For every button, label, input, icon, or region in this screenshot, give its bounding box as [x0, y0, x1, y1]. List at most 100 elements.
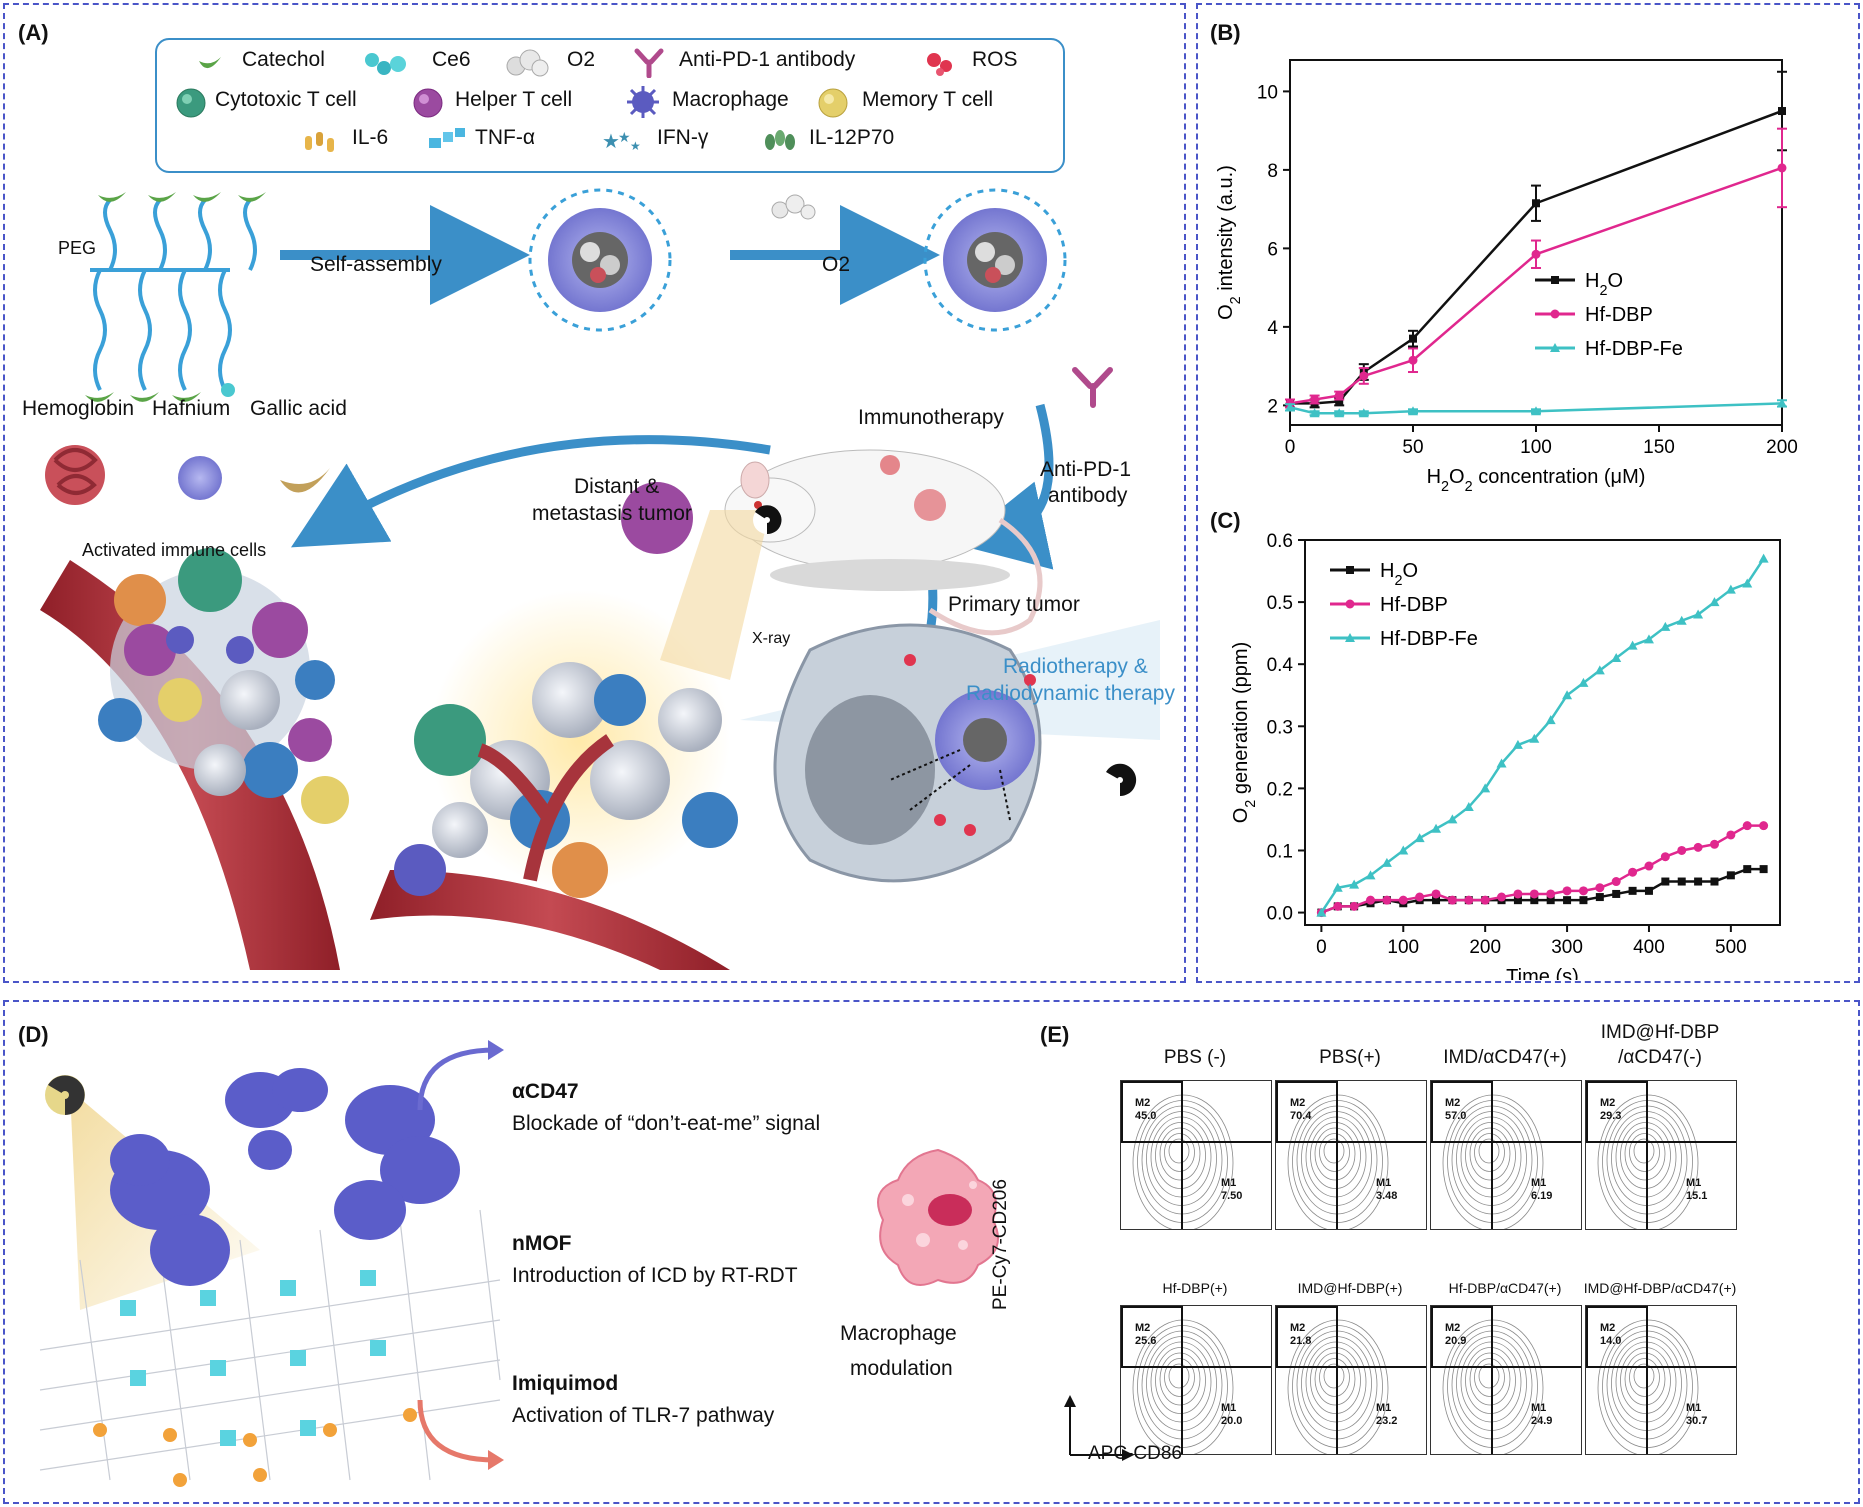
xray-label: X-ray	[752, 630, 791, 647]
peg-polymer	[90, 198, 257, 391]
marker-triangle	[1594, 665, 1605, 675]
facs-title: PBS (-)	[1163, 1047, 1227, 1068]
y-tick-label: 8	[1267, 161, 1278, 182]
marker-triangle	[1709, 597, 1720, 607]
nanoparticle-2	[923, 188, 1067, 332]
hemoglobin-icon	[45, 445, 105, 505]
marker-triangle	[1512, 739, 1523, 749]
marker-triangle	[1334, 408, 1345, 418]
ros-icon	[927, 53, 952, 76]
gate-m2	[1586, 1081, 1648, 1143]
nmof-desc: Introduction of ICD by RT-RDT	[512, 1264, 798, 1287]
contour-line	[1319, 1358, 1350, 1397]
helper-cell-icon	[413, 88, 443, 118]
marker-square	[1513, 896, 1522, 905]
legend-tnf: TNF-α	[475, 126, 535, 149]
legend-ce6: Ce6	[432, 48, 471, 71]
marker-circle	[1382, 895, 1392, 905]
il6-icon	[305, 132, 334, 152]
o2-bubbles	[771, 194, 816, 220]
curved-arrow-top	[417, 1040, 504, 1111]
marker-triangle	[1676, 615, 1687, 625]
marker-circle	[1693, 842, 1703, 852]
acd47-title: αCD47	[512, 1080, 579, 1103]
svg-text:★: ★	[602, 131, 620, 153]
plot-frame	[1304, 539, 1781, 926]
panel-a-frame	[3, 3, 1186, 983]
marker-square	[1335, 397, 1344, 406]
gallic-acid-icon	[280, 468, 330, 493]
y-tick-label: 0.5	[1267, 593, 1293, 614]
marker-circle	[1777, 163, 1787, 173]
legend-label: H2O	[1380, 560, 1418, 589]
marker-triangle	[1627, 640, 1638, 650]
y-tick-label: 2	[1267, 396, 1278, 417]
hafnium-label: Hafnium	[152, 397, 231, 420]
hemoglobin-label: Hemoglobin	[22, 397, 135, 420]
marker-square	[1661, 877, 1670, 886]
cytotoxic-cell-icon	[176, 88, 206, 118]
marker-triangle	[1742, 578, 1753, 588]
marker-triangle	[1365, 870, 1376, 880]
marker-square	[1644, 886, 1653, 895]
contour-line	[1310, 1347, 1361, 1414]
marker-circle	[1513, 889, 1523, 899]
marker-triangle	[1285, 402, 1295, 412]
y-tick-label: 0.0	[1267, 904, 1293, 925]
marker-circle	[1497, 892, 1507, 902]
marker-square	[1726, 871, 1735, 880]
legend-ifn: IFN-γ	[657, 126, 709, 149]
macrophage-label-1: Macrophage	[840, 1322, 957, 1345]
x-tick-label: 300	[1551, 937, 1583, 958]
contour-line	[1155, 1122, 1206, 1189]
y-tick-label: 0.6	[1267, 531, 1293, 552]
imiquimod-title: Imiquimod	[512, 1372, 619, 1395]
marker-triangle	[1398, 845, 1409, 855]
marker-triangle	[1349, 879, 1360, 889]
nmof-illustration	[39, 1068, 501, 1487]
series-line-2	[1320, 557, 1765, 914]
legend-marker	[1550, 309, 1560, 319]
peg-label: PEG	[58, 238, 97, 258]
immunotherapy-label: Immunotherapy	[858, 406, 1004, 429]
marker-circle	[1464, 895, 1474, 905]
marker-square	[1432, 896, 1441, 905]
marker-square	[1532, 199, 1540, 208]
marker-square	[1612, 889, 1621, 898]
facs-ylabel: PE-Cy7-CD206	[990, 1179, 1011, 1310]
panel-c-label: (C)	[1210, 508, 1241, 533]
y-tick-label: 0.2	[1267, 779, 1293, 800]
contour-line	[1310, 1122, 1361, 1189]
facs-title: IMD/αCD47(+)	[1443, 1047, 1567, 1068]
x-tick-label: 400	[1633, 937, 1665, 958]
contour-line	[1469, 1127, 1511, 1181]
marker-square	[1710, 877, 1719, 886]
marker-triangle	[1758, 553, 1769, 563]
facs-title: Hf-DBP(+)	[1162, 1280, 1228, 1296]
curved-arrow-bottom	[417, 1399, 504, 1470]
marker-circle	[1546, 889, 1556, 899]
contour-line	[1465, 1122, 1516, 1189]
x-tick-label: 200	[1469, 937, 1501, 958]
facs-title: /αCD47(-)	[1618, 1047, 1702, 1068]
legend-marker	[1346, 566, 1354, 574]
anti-pd1-label-1: Anti-PD-1	[1040, 458, 1132, 481]
antibody-icon	[634, 48, 664, 78]
il12-icon	[765, 130, 795, 150]
macrophage-illustration	[877, 1148, 999, 1286]
marker-circle	[1677, 845, 1687, 855]
x-tick-label: 200	[1766, 437, 1798, 458]
facs-title: IMD@Hf-DBP(+)	[1297, 1280, 1403, 1296]
contour-line	[1629, 1358, 1660, 1397]
marker-triangle	[1725, 584, 1736, 594]
